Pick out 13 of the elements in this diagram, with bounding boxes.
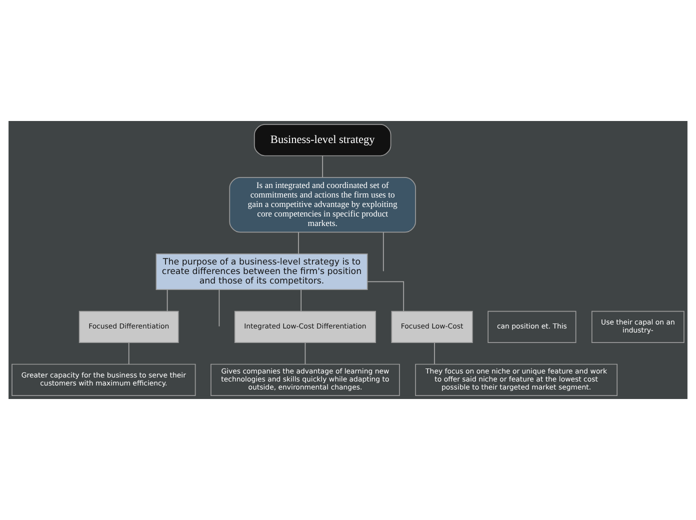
connector <box>322 155 324 178</box>
connector <box>218 289 220 327</box>
connector <box>367 281 404 312</box>
connector <box>300 289 302 312</box>
connector <box>298 232 299 254</box>
connector <box>166 289 168 312</box>
connector <box>434 342 435 364</box>
node-box: The purpose of a business-level strategy is to create differences between the firm's position and those of its competitors. <box>156 253 368 290</box>
connector <box>304 342 306 364</box>
node-box: Business-level strategy <box>254 124 392 156</box>
node-box: Is an integrated and coordinated set of commitments and actions the firm uses to gain a competitive advantage by exploiting core competencies in specific product markets. <box>229 177 416 233</box>
connector <box>382 232 384 272</box>
connector <box>128 342 130 364</box>
